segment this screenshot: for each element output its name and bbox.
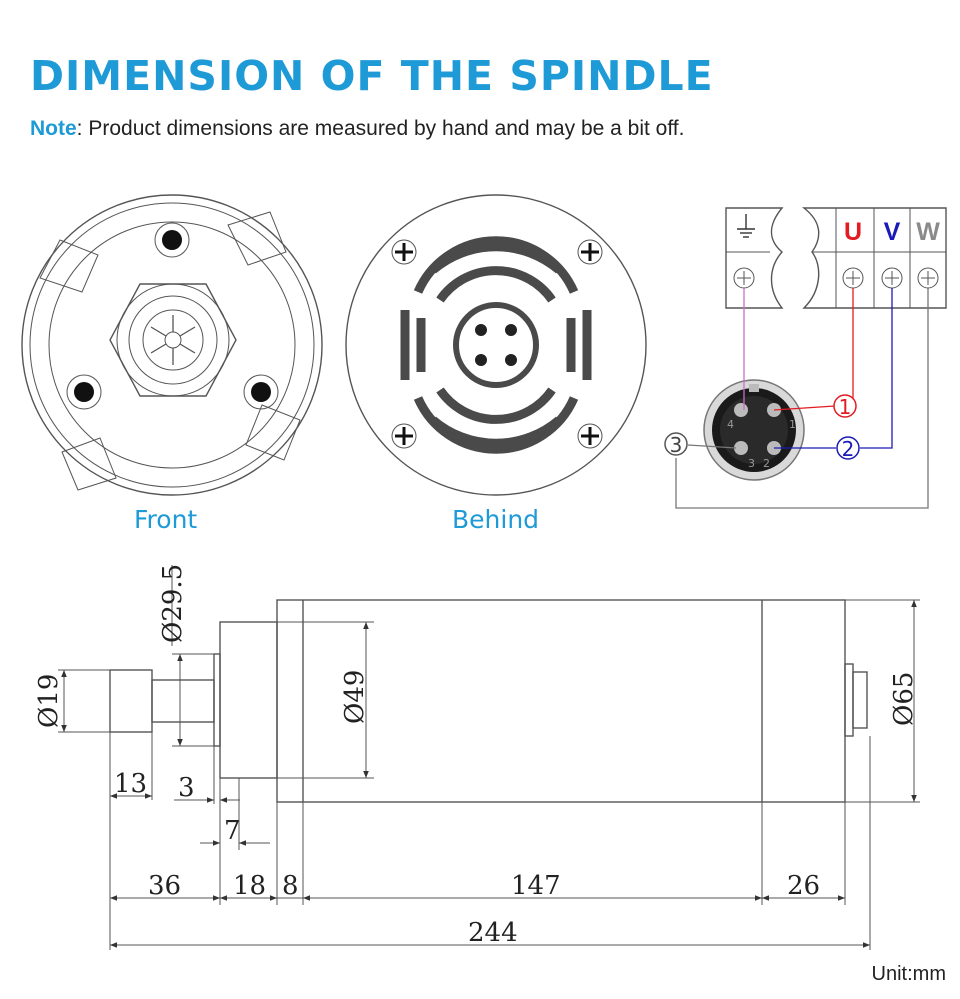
callout-2: 2 <box>842 437 855 461</box>
dim-18: 18 <box>233 871 266 901</box>
unit-label: Unit:mm <box>871 963 946 985</box>
page-title: DIMENSION OF THE SPINDLE <box>30 52 714 100</box>
front-tab <box>39 239 99 293</box>
side-view <box>109 599 868 803</box>
u-wire <box>849 288 854 407</box>
note-text: : Product dimensions are measured by han… <box>76 117 685 140</box>
pin-4-label: 4 <box>727 418 734 431</box>
front-hex-nut <box>109 283 237 397</box>
w-wire <box>675 288 929 509</box>
shaft-nut <box>109 669 153 733</box>
front-hole <box>243 374 279 410</box>
note-label: Note <box>30 117 77 140</box>
dim-147: 147 <box>511 871 561 901</box>
behind-screw <box>391 423 417 449</box>
dim-49: Ø49 <box>340 670 370 724</box>
dimension-annotations: Ø29.5 Ø19 Ø49 Ø65 13 3 7 <box>34 564 920 950</box>
pin-2-label: 2 <box>763 457 770 470</box>
front-label: Front <box>134 505 198 534</box>
front-hole <box>154 222 190 258</box>
front-tab <box>61 437 117 491</box>
uvw-terminal <box>801 207 947 309</box>
dim-19: Ø19 <box>34 674 64 728</box>
collet <box>151 679 215 723</box>
front-tab <box>227 211 287 266</box>
pin-1-label: 1 <box>789 418 796 431</box>
dim-29-5: Ø29.5 <box>158 564 188 643</box>
front-tab <box>245 404 301 461</box>
terminal-v-label: V <box>884 218 901 246</box>
front-hole <box>74 382 94 402</box>
ground-terminal <box>725 207 784 309</box>
front-flange <box>219 621 278 779</box>
dim-7: 7 <box>224 816 241 846</box>
front-view <box>21 194 323 496</box>
note-line: Note: Product dimensions are measured by… <box>30 117 684 141</box>
behind-view <box>345 194 647 496</box>
behind-screw <box>577 239 603 265</box>
behind-screw <box>391 239 417 265</box>
front-hole <box>162 230 182 250</box>
pin-3-label: 3 <box>748 457 755 470</box>
callout-1: 1 <box>839 395 852 419</box>
wiring-diagram: U V W 4 1 3 2 1 2 3 <box>664 207 947 509</box>
dim-36: 36 <box>148 871 181 901</box>
behind-screw <box>577 423 603 449</box>
front-hole <box>251 382 271 402</box>
behind-vents <box>400 236 592 454</box>
ground-icon <box>737 214 755 238</box>
dim-3: 3 <box>178 773 195 803</box>
dim-65: Ø65 <box>889 672 919 726</box>
dim-8: 8 <box>282 871 299 901</box>
front-collet <box>150 315 196 365</box>
dim-26: 26 <box>787 871 820 901</box>
dim-13: 13 <box>114 769 147 799</box>
behind-label: Behind <box>452 505 540 534</box>
callout-3: 3 <box>670 433 683 457</box>
dim-244: 244 <box>468 918 518 948</box>
terminal-w-label: W <box>916 218 940 246</box>
v-wire <box>860 288 893 449</box>
terminal-u-label: U <box>844 218 862 246</box>
front-hole <box>66 374 102 410</box>
